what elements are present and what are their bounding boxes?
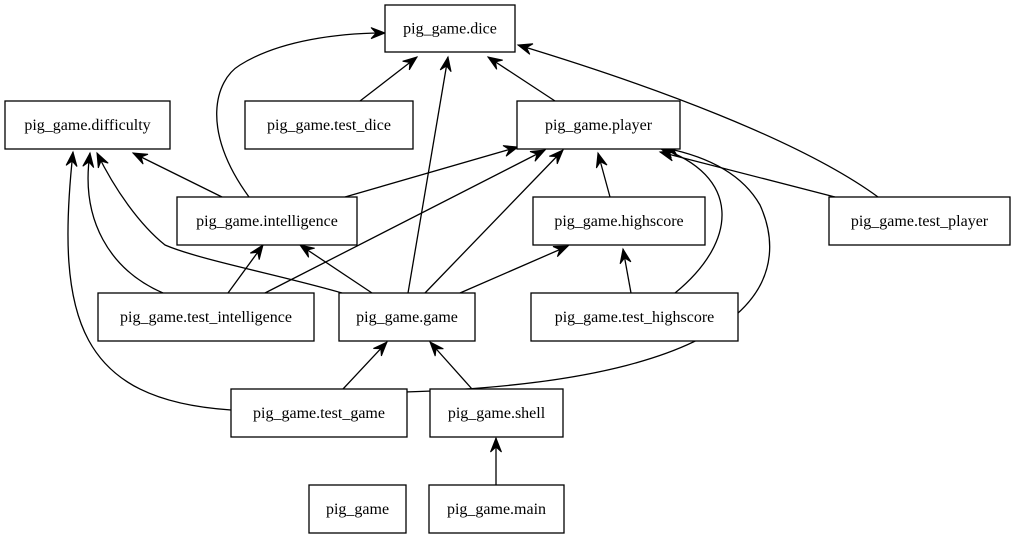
edge-intelligence-to-dice xyxy=(216,32,386,198)
node-box-test-highscore xyxy=(530,292,739,342)
node-player: pig_game.player xyxy=(516,100,681,150)
edge-test-dice-to-dice xyxy=(359,56,418,102)
edge-game-to-intelligence-arrowhead xyxy=(298,244,315,258)
node-box-game xyxy=(338,292,476,342)
edge-game-to-dice-arrowhead xyxy=(439,55,452,73)
node-box-test-game xyxy=(230,388,408,438)
edge-intelligence-to-difficulty-arrowhead xyxy=(131,152,149,165)
edge-intelligence-to-difficulty xyxy=(132,152,223,198)
node-box-test-dice xyxy=(244,100,414,150)
node-shell: pig_game.shell xyxy=(429,388,564,438)
edge-test-player-to-dice-arrowhead xyxy=(516,43,534,55)
node-box-test-player xyxy=(828,196,1011,246)
edge-test-player-to-player xyxy=(659,151,836,198)
node-test-intelligence: pig_game.test_intelligence xyxy=(97,292,315,342)
node-test-dice: pig_game.test_dice xyxy=(244,100,414,150)
node-game: pig_game.game xyxy=(338,292,476,342)
edge-game-to-difficulty-arrowhead xyxy=(96,151,109,169)
edge-shell-to-game xyxy=(429,341,473,390)
node-dice: pig_game.dice xyxy=(384,4,516,53)
node-box-player xyxy=(516,100,681,150)
node-label-test-player: pig_game.test_player xyxy=(851,213,989,230)
node-label-intelligence: pig_game.intelligence xyxy=(196,213,338,230)
edge-test-game-to-game xyxy=(342,341,388,390)
edge-player-to-dice xyxy=(487,56,556,102)
edge-test-player-to-dice xyxy=(517,44,879,198)
node-label-highscore: pig_game.highscore xyxy=(554,213,683,230)
node-label-difficulty: pig_game.difficulty xyxy=(24,117,150,134)
node-box-shell xyxy=(429,388,564,438)
edge-test-game-to-difficulty-arrowhead xyxy=(65,150,78,167)
node-label-test-dice: pig_game.test_dice xyxy=(267,117,391,134)
node-box-dice xyxy=(384,4,516,53)
node-difficulty: pig_game.difficulty xyxy=(4,100,171,150)
edge-intelligence-to-player xyxy=(344,146,519,198)
edge-test-dice-to-dice-arrowhead xyxy=(402,56,419,71)
node-intelligence: pig_game.intelligence xyxy=(176,196,358,246)
edge-highscore-to-player-arrowhead xyxy=(595,151,608,169)
node-test-game: pig_game.test_game xyxy=(230,388,408,438)
node-label-test-intelligence: pig_game.test_intelligence xyxy=(120,309,292,326)
edge-game-to-player-arrowhead xyxy=(549,149,564,165)
edge-game-to-highscore xyxy=(459,245,569,294)
node-box-highscore xyxy=(532,196,706,246)
edge-test-intelligence-to-player xyxy=(264,149,546,294)
edge-intelligence-to-player-arrowhead xyxy=(502,145,520,157)
edge-test-intelligence-to-difficulty xyxy=(87,152,164,294)
edge-game-to-difficulty xyxy=(96,152,343,294)
edge-test-game-to-difficulty xyxy=(67,151,232,411)
node-label-main: pig_game.main xyxy=(447,501,546,518)
edge-test-intelligence-to-difficulty-arrowhead xyxy=(82,151,95,168)
node-label-pig-game: pig_game xyxy=(326,501,389,518)
node-label-player: pig_game.player xyxy=(545,117,653,134)
node-box-difficulty xyxy=(4,100,171,150)
edge-game-to-intelligence xyxy=(299,244,373,294)
node-pig-game: pig_game xyxy=(308,484,407,534)
node-main: pig_game.main xyxy=(428,484,565,534)
node-label-game: pig_game.game xyxy=(356,309,458,326)
node-test-highscore: pig_game.test_highscore xyxy=(530,292,739,342)
edge-test-game-to-game-arrowhead xyxy=(373,340,388,357)
edge-test-intelligence-to-player-arrowhead xyxy=(529,149,547,162)
edge-test-highscore-to-player xyxy=(659,147,723,294)
edge-game-to-player xyxy=(424,149,564,294)
node-label-test-highscore: pig_game.test_highscore xyxy=(555,309,715,326)
nodes-layer: pig_game.dice pig_game.difficulty pig_game… xyxy=(4,4,1011,534)
node-highscore: pig_game.highscore xyxy=(532,196,706,246)
edge-shell-to-game-arrowhead xyxy=(429,340,444,357)
node-box-main xyxy=(428,484,565,534)
node-label-test-game: pig_game.test_game xyxy=(253,405,385,422)
node-test-player: pig_game.test_player xyxy=(828,196,1011,246)
edge-main-to-shell-arrowhead xyxy=(490,436,502,453)
node-box-intelligence xyxy=(176,196,358,246)
edge-player-to-dice-arrowhead xyxy=(486,56,503,70)
node-box-pig-game xyxy=(308,484,407,534)
edge-test-highscore-to-highscore-arrowhead xyxy=(619,247,632,265)
node-box-test-intelligence xyxy=(97,292,315,342)
edge-intelligence-to-dice-arrowhead xyxy=(370,27,387,40)
edges-layer xyxy=(65,27,879,485)
edge-test-intelligence-to-intelligence-arrowhead xyxy=(250,243,264,260)
edge-game-to-dice xyxy=(407,56,449,294)
node-label-dice: pig_game.dice xyxy=(403,21,497,38)
node-label-shell: pig_game.shell xyxy=(448,405,546,422)
edge-test-game-to-player xyxy=(404,147,771,393)
edge-game-to-highscore-arrowhead xyxy=(552,245,570,257)
